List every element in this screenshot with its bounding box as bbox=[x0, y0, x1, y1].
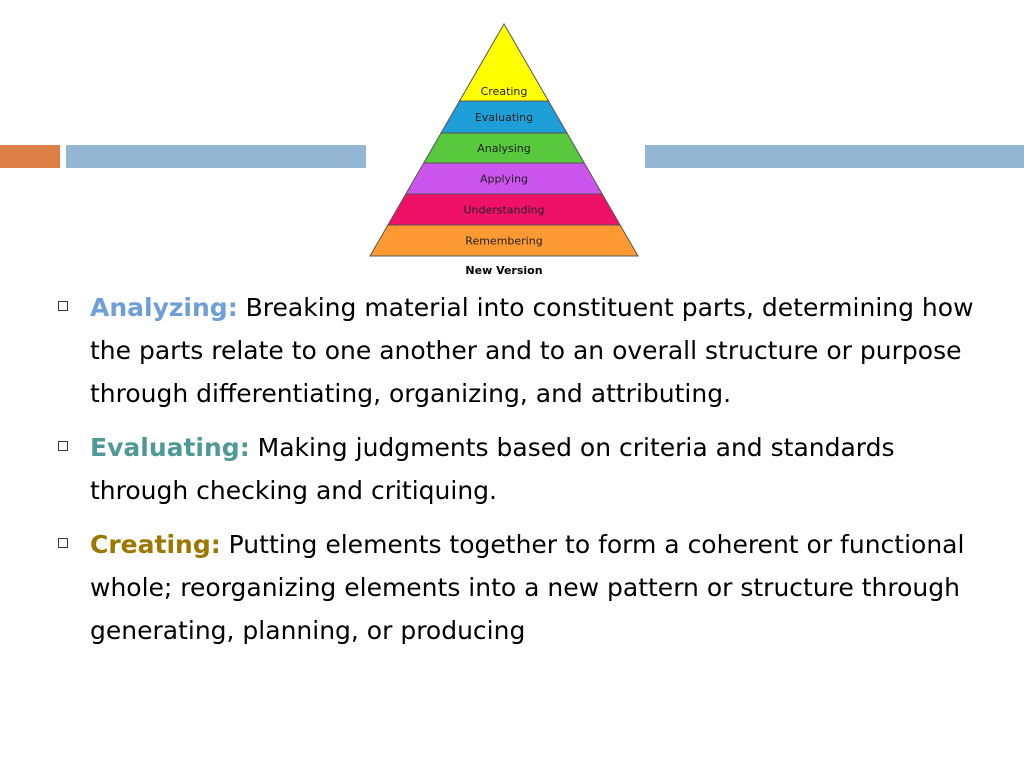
pyramid-label-remembering: Remembering bbox=[465, 235, 542, 248]
term-colon: : bbox=[210, 530, 221, 559]
definition-text: Making judgments based on criteria and s… bbox=[90, 433, 895, 505]
pyramid-label-analysing: Analysing bbox=[477, 142, 531, 155]
accent-bar-orange bbox=[0, 145, 60, 168]
term-colon: : bbox=[227, 293, 238, 322]
square-bullet-icon bbox=[58, 301, 68, 311]
accent-bar-left bbox=[66, 145, 366, 168]
definition-text: Breaking material into constituent parts… bbox=[90, 293, 974, 408]
pyramid-label-creating: Creating bbox=[481, 85, 528, 98]
pyramid-label-evaluating: Evaluating bbox=[475, 111, 533, 124]
accent-bar-right bbox=[645, 145, 1024, 168]
bullet-evaluating: Evaluating: Making judgments based on cr… bbox=[58, 426, 978, 512]
pyramid-caption: New Version bbox=[465, 264, 542, 277]
square-bullet-icon bbox=[58, 441, 68, 451]
bullet-creating: Creating: Putting elements together to f… bbox=[58, 523, 978, 652]
term-colon: : bbox=[239, 433, 250, 462]
term-evaluating: Evaluating bbox=[90, 433, 240, 462]
blooms-taxonomy-pyramid: CreatingEvaluatingAnalysingApplyingUnder… bbox=[369, 23, 639, 277]
bullet-analyzing: Analyzing: Breaking material into consti… bbox=[58, 286, 978, 415]
term-creating: Creating bbox=[90, 530, 211, 559]
pyramid-label-understanding: Understanding bbox=[463, 204, 544, 217]
bullet-list: Analyzing: Breaking material into consti… bbox=[58, 286, 978, 663]
term-analyzing: Analyzing bbox=[90, 293, 228, 322]
pyramid-level-remembering bbox=[369, 224, 639, 257]
definition-text: Putting elements together to form a cohe… bbox=[90, 530, 965, 645]
square-bullet-icon bbox=[58, 538, 68, 548]
pyramid-label-applying: Applying bbox=[480, 173, 528, 186]
